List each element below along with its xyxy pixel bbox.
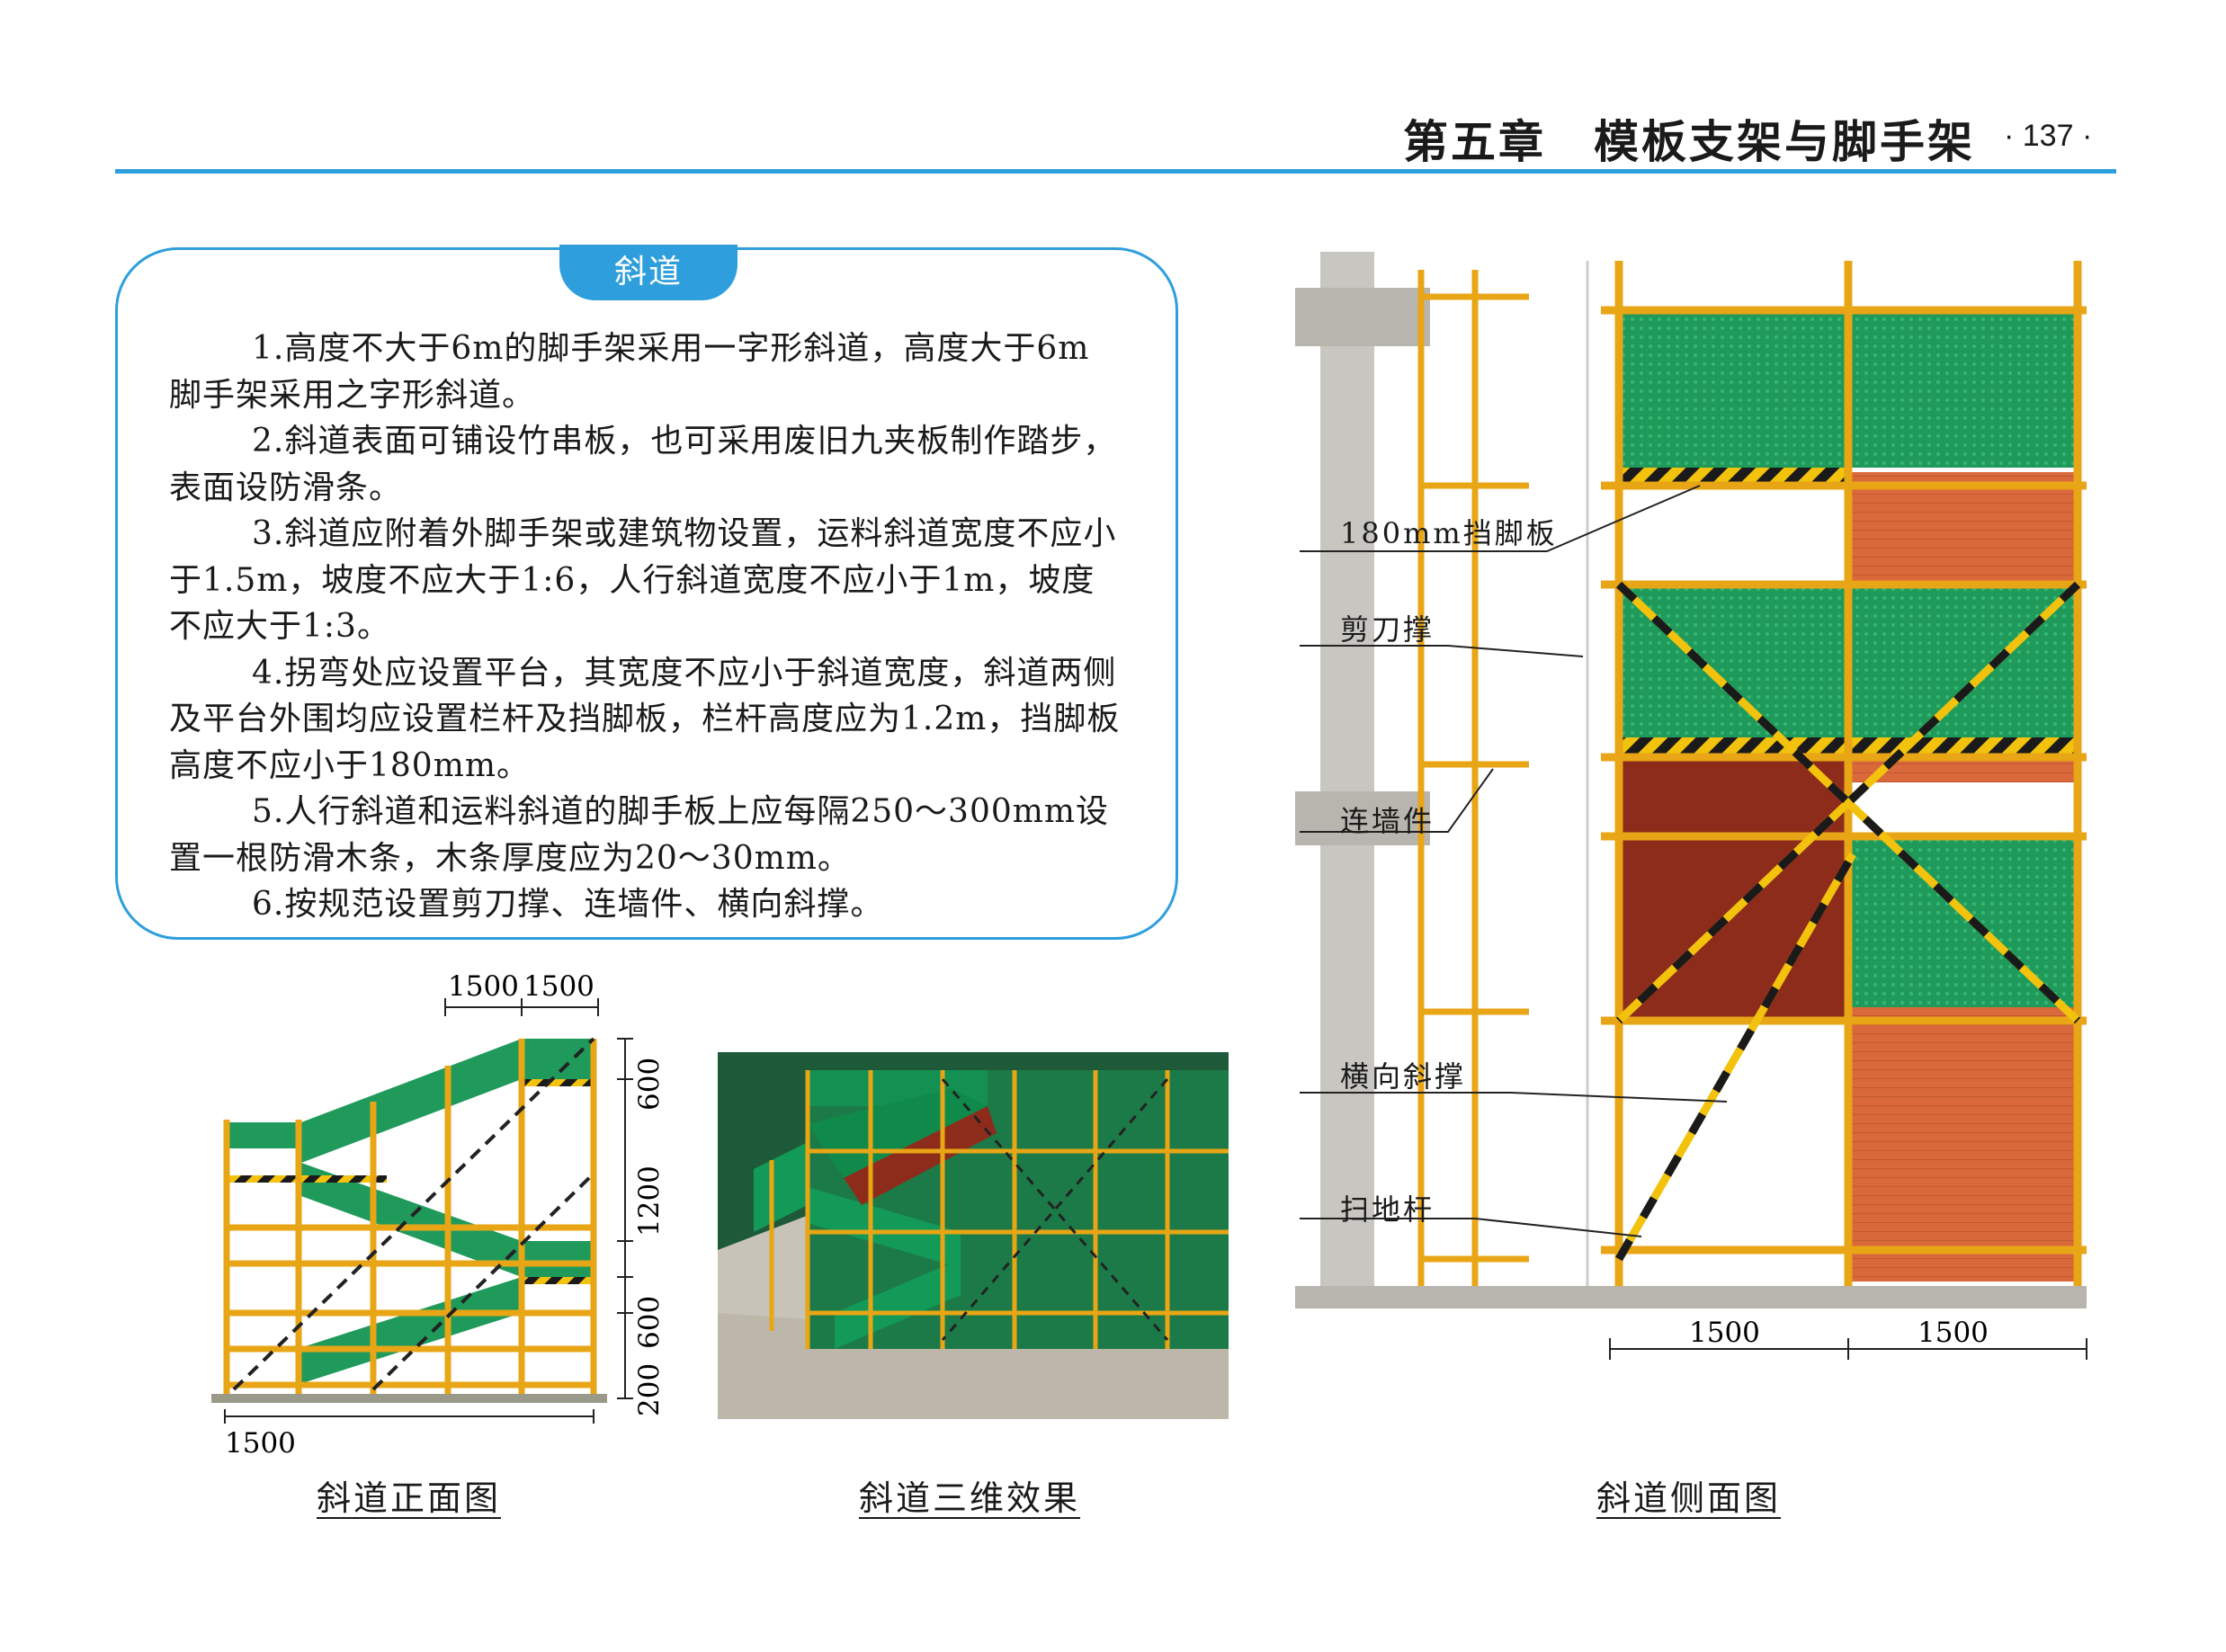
inner-scaffold [1417, 270, 1529, 1286]
ramp-mesh [808, 1187, 961, 1268]
3d-view-caption: 斜道三维效果 [859, 1478, 1081, 1518]
label-transverse-brace: 横向斜撑 [1340, 1059, 1467, 1094]
mesh-panel [1848, 310, 2078, 468]
label-toe-board: 180mm挡脚板 [1340, 516, 1558, 550]
mesh-panel [1619, 310, 1848, 468]
side-view-caption: 斜道侧面图 [1596, 1478, 1782, 1518]
front-view-caption: 斜道正面图 [317, 1478, 502, 1518]
dim-right-600: 600 [633, 1058, 666, 1111]
scissor-brace [232, 1037, 595, 1391]
label-wall-tie: 连墙件 [1340, 804, 1435, 838]
toe-board [225, 1175, 387, 1183]
dim-top-1: 1500 [448, 970, 519, 1003]
rule-item: 1.高度不大于6m的脚手架采用一字形斜道，高度大于6m脚手架采用之字形斜道。 [169, 330, 1090, 414]
dim-bottom-2: 1500 [1918, 1317, 1989, 1349]
scaffold-poles [223, 1039, 597, 1394]
ramp-3d-render [718, 1052, 1229, 1419]
ramp-front-elevation: 1500 1500 1500 600 1200 600 200 [211, 970, 666, 1460]
rules-text: 1.高度不大于6m的脚手架采用一字形斜道，高度大于6m脚手架采用之字形斜道。 2… [169, 326, 1122, 928]
toe-board [522, 1277, 594, 1284]
ramp-side-elevation: 1500 1500 [1295, 252, 2087, 1360]
ramp-mesh [835, 1259, 961, 1349]
mesh-panel [1848, 836, 2078, 1021]
label-scissor-brace: 剪刀撑 [1340, 612, 1435, 647]
building-column [1320, 252, 1374, 1299]
page-number: · 137 · [2004, 119, 2093, 153]
ramp-mesh-lower [297, 1277, 522, 1385]
toe-board [522, 1079, 594, 1086]
mesh-panel [1619, 585, 1848, 737]
scissor-brace-stripe [1615, 581, 2081, 1262]
dim-top-2: 1500 [523, 970, 594, 1003]
dim-right-1200: 1200 [633, 1165, 666, 1237]
ground-slab [1295, 1286, 2087, 1308]
rule-item: 3.斜道应附着外脚手架或建筑物设置，运料斜道宽度不应小于1.5m，坡度不应大于1… [169, 515, 1117, 645]
ground-slab [211, 1394, 607, 1403]
rule-item: 4.拐弯处应设置平台，其宽度不应小于斜道宽度，斜道两侧及平台外围均应设置栏杆及挡… [169, 654, 1121, 784]
brick-panel [1848, 1007, 2078, 1281]
dim-bottom-1: 1500 [1689, 1317, 1760, 1349]
ramp-deck-panel [1619, 757, 1848, 1022]
rule-item: 6.按规范设置剪刀撑、连墙件、横向斜撑。 [252, 886, 884, 923]
floor-slab [1295, 791, 1430, 845]
floor-slab [1295, 288, 1430, 346]
panel-title: 斜道 [559, 245, 738, 300]
dimension-lines [224, 998, 633, 1424]
rule-item: 2.斜道表面可铺设竹串板，也可采用废旧九夹板制作踏步，表面设防滑条。 [169, 423, 1117, 506]
outer-scaffold [1601, 261, 2087, 1286]
header-rule [115, 169, 2116, 174]
dim-bottom: 1500 [225, 1427, 296, 1460]
rule-item: 5.人行斜道和运料斜道的脚手板上应每隔250～300mm设置一根防滑木条，木条厚… [169, 793, 1110, 877]
mesh-panel [1848, 585, 2078, 737]
dimension-lines [1609, 1338, 2087, 1360]
scaffold-poles [769, 1070, 1229, 1349]
leader-lines [1300, 485, 1728, 1237]
dim-right-200: 200 [633, 1363, 666, 1416]
label-sweep-pole: 扫地杆 [1340, 1192, 1435, 1227]
platform-mesh [225, 1122, 301, 1148]
ramp-deck [844, 1106, 997, 1205]
dim-right-600b: 600 [633, 1296, 666, 1349]
chapter-title: 第五章 模板支架与脚手架 [1403, 116, 1975, 168]
